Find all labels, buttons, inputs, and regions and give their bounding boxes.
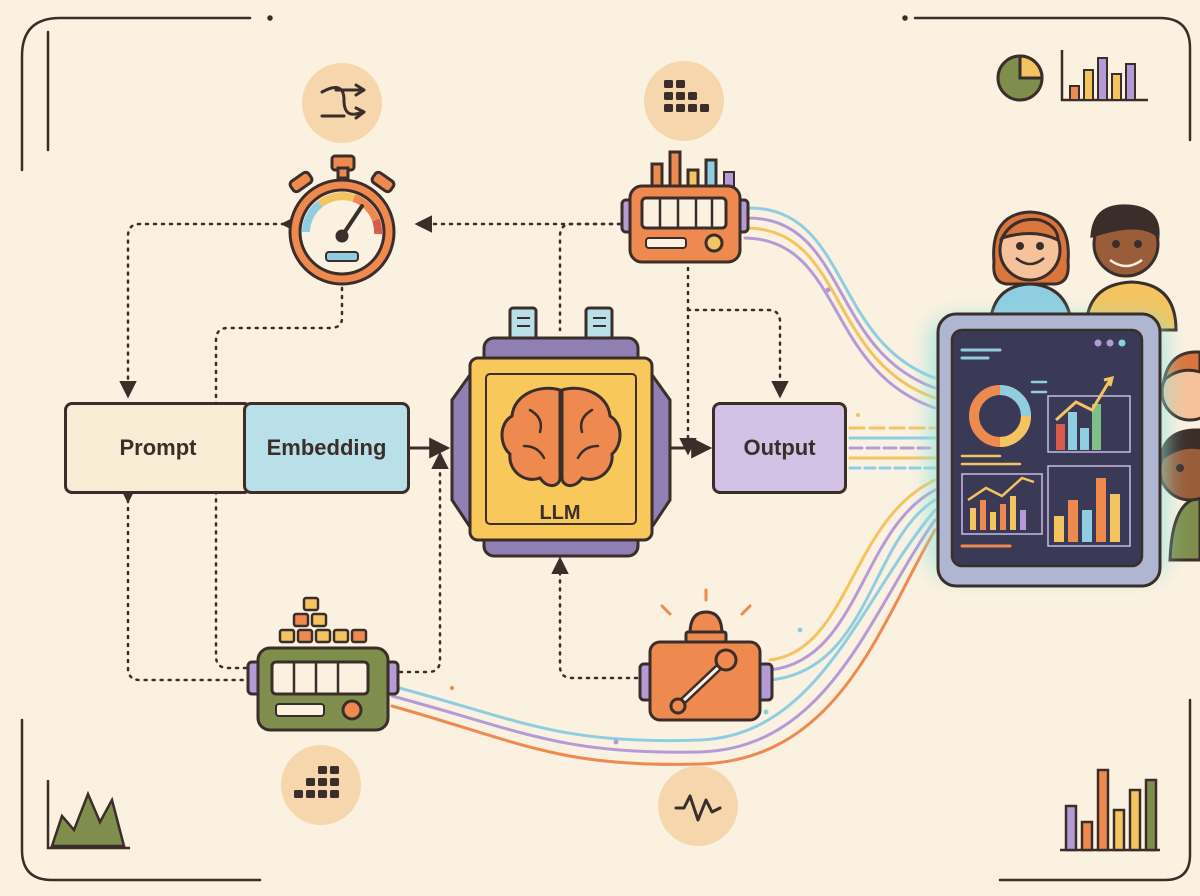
stream-sparkles: [450, 287, 860, 745]
output-label: Output: [743, 435, 816, 460]
output-node: Output: [712, 402, 847, 494]
dashboard-monitor-icon: [928, 312, 1168, 588]
bar-chart-icon: [1060, 50, 1148, 102]
embedding-label: Embedding: [266, 435, 387, 460]
grid-icon: [281, 745, 361, 825]
prompt-node: Prompt: [64, 402, 252, 494]
stopwatch-gauge-icon: [288, 154, 396, 286]
meter-device-orange-icon: [620, 150, 750, 264]
pie-chart-icon: [996, 54, 1044, 102]
alert-wrench-icon: [638, 588, 774, 722]
embedding-node: Embedding: [243, 402, 410, 494]
signal-wave-icon: [658, 766, 738, 846]
prompt-label: Prompt: [119, 435, 197, 460]
data-streams: [390, 206, 937, 766]
brain-chip-icon: [450, 306, 672, 558]
bar-chart-icon: [1060, 768, 1160, 852]
dotted-connectors: [119, 215, 789, 682]
shuffle-icon: [302, 63, 382, 143]
corner-frames: [20, 15, 1192, 882]
grid-icon: [644, 61, 724, 141]
area-chart-icon: [46, 780, 130, 850]
llm-label: LLM: [539, 502, 581, 524]
meter-device-green-icon: [246, 596, 400, 732]
